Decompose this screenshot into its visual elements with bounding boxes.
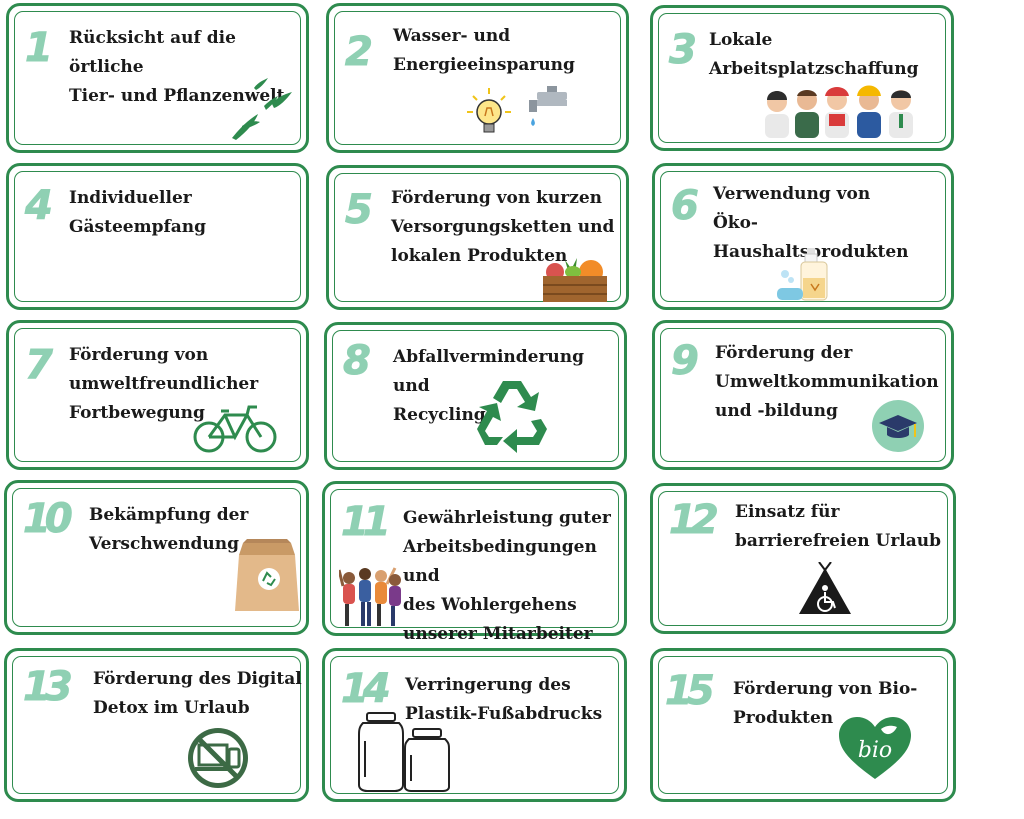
card-15: 15 Förderung von Bio- Produkten bio	[650, 648, 956, 802]
card-9: 9 Förderung der Umweltkommunikation und …	[652, 320, 954, 470]
soap-products-icon	[777, 248, 828, 301]
card-title: Förderung von umweltfreundlicher Fortbew…	[69, 345, 259, 423]
card-7: 7 Förderung von umweltfreundlicher Fortb…	[6, 320, 309, 470]
paper-bag-icon	[235, 539, 299, 611]
card-14: 14 Verringerung des Plastik-Fußabdrucks	[322, 648, 627, 802]
card-title: Gewährleistung guter Arbeitsbedingungen …	[403, 508, 611, 644]
card-2: 2 Wasser- und Energieeinsparung	[326, 3, 629, 153]
card-11: 11 Gewährleistung guter Arbeitsbedingung…	[322, 481, 627, 644]
card-number: 5	[345, 187, 374, 233]
card-number: 2	[345, 29, 374, 75]
card-4: 4 Individueller Gästeempfang	[6, 163, 309, 310]
card-number: 1	[25, 25, 54, 71]
card-title: Individueller Gästeempfang	[69, 188, 207, 237]
bicycle-icon	[193, 405, 277, 453]
card-title: Förderung der Umweltkommunikation und -b…	[715, 343, 939, 421]
card-title: Rücksicht auf die örtliche Tier- und Pfl…	[69, 28, 285, 106]
glass-jars-icon	[358, 712, 450, 792]
card-3: 3 Lokale Arbeitsplatzschaffung	[650, 5, 954, 151]
card-title: Verwendung von Öko-Haushaltsprodukten	[713, 184, 909, 262]
card-title: Wasser- und Energieeinsparung	[393, 26, 575, 75]
card-number: 6	[671, 183, 700, 229]
happy-team-icon	[339, 567, 401, 626]
no-devices-icon	[188, 728, 248, 788]
card-number: 9	[671, 338, 700, 384]
card-number: 14	[341, 666, 392, 712]
card-title: Förderung von kurzen Versorgungsketten u…	[391, 188, 615, 266]
bio-label: bio	[858, 738, 892, 763]
card-title: Bekämpfung der Verschwendung	[89, 505, 249, 554]
card-title: Verringerung des Plastik-Fußabdrucks	[405, 675, 603, 724]
card-number: 12	[669, 497, 720, 543]
card-number: 13	[23, 664, 74, 710]
card-number: 3	[669, 27, 698, 73]
card-8: 8 Abfallverminderung und Recycling	[324, 322, 627, 470]
card-number: 4	[25, 183, 54, 229]
vegetable-crate-icon	[543, 258, 607, 302]
card-5: 5 Förderung von kurzen Versorgungsketten…	[326, 165, 629, 310]
card-10: 10 Bekämpfung der Verschwendung	[4, 480, 309, 635]
workers-icon	[765, 85, 913, 138]
birds-icon	[232, 78, 292, 140]
card-title: Förderung des Digital Detox im Urlaub	[93, 669, 302, 718]
card-number: 10	[23, 496, 74, 542]
card-6: 6 Verwendung von Öko-Haushaltsprodukten	[652, 163, 954, 310]
card-title: Abfallverminderung und Recycling	[393, 347, 585, 425]
card-13: 13 Förderung des Digital Detox im Urlaub	[4, 648, 309, 802]
card-title: Lokale Arbeitsplatzschaffung	[709, 30, 919, 79]
bio-heart-icon: bio	[839, 717, 911, 779]
graduation-cap-icon	[872, 400, 924, 452]
card-number: 7	[25, 342, 54, 388]
card-12: 12 Einsatz für barrierefreien Urlaub	[650, 483, 956, 634]
lightbulb-faucet-icon	[467, 86, 567, 133]
card-title: Förderung von Bio- Produkten	[733, 679, 918, 728]
card-number: 11	[341, 499, 392, 545]
accessibility-tent-icon	[799, 562, 851, 614]
card-1: 1 Rücksicht auf die örtliche Tier- und P…	[6, 3, 309, 153]
card-title: Einsatz für barrierefreien Urlaub	[735, 502, 942, 551]
card-number: 15	[665, 668, 716, 714]
card-number: 8	[343, 338, 372, 384]
recycle-icon	[477, 381, 547, 453]
